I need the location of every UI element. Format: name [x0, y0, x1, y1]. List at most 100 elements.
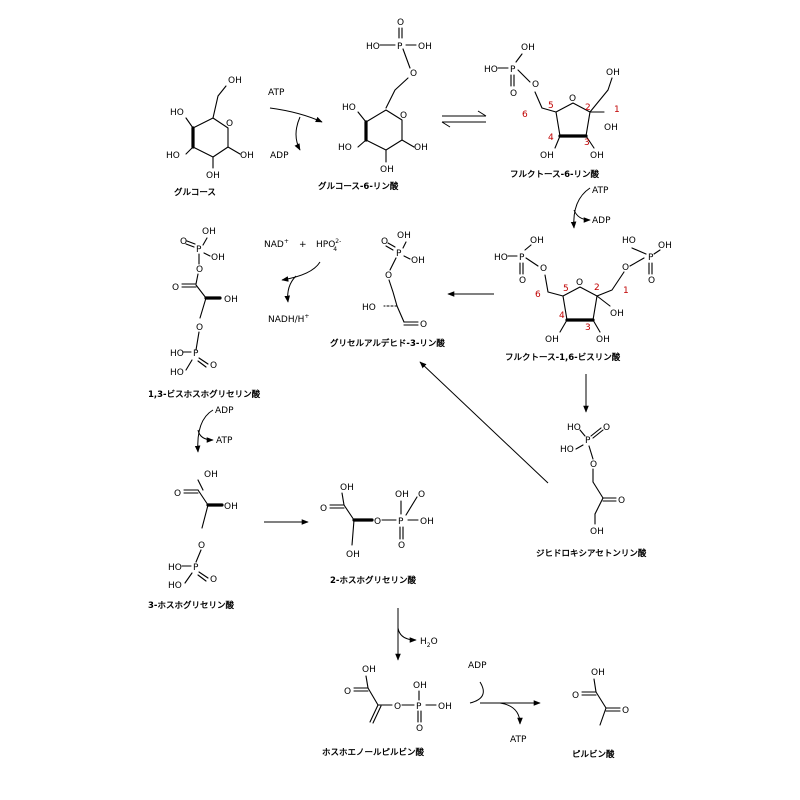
- f16bp-num-4: 4: [559, 311, 565, 321]
- pg3-ho-lower: HO: [168, 581, 182, 591]
- hpo4-label: HPO2-4: [316, 238, 341, 253]
- glucose-oh-bottom: OH: [206, 171, 220, 181]
- f16bp-o-right-bottom: O: [648, 276, 655, 286]
- bpg13-ho-lower: HO: [170, 368, 184, 378]
- f16bp-oh-c3: OH: [596, 335, 610, 345]
- adp-label-2: ADP: [592, 216, 611, 226]
- bpg13-o-lower: O: [210, 361, 217, 371]
- f16bp-num-1: 1: [623, 286, 629, 296]
- gap-structure: O OH P OH O HO O グリセルアルデヒド-3-リン酸: [330, 231, 445, 349]
- f6p-p: P: [510, 65, 516, 75]
- g6p-ho-left: HO: [342, 103, 356, 113]
- glucose-oh-top: OH: [228, 76, 242, 86]
- f6p-oh-c3: OH: [590, 151, 604, 161]
- pg3-ho: HO: [168, 563, 182, 573]
- bpg13-o-link: O: [196, 265, 203, 275]
- adp-label-3: ADP: [215, 406, 234, 416]
- nadh-label: NADH/H+: [268, 313, 309, 325]
- pyruvate-kinase-step: ADP ATP: [468, 661, 541, 745]
- f6p-o-ester: O: [532, 80, 539, 90]
- g6p-phosphate-o-ester: O: [410, 69, 417, 79]
- f16bp-o-left-bottom: O: [519, 276, 526, 286]
- gap-oh-top: OH: [397, 231, 411, 241]
- g6p-oh-right: OH: [414, 143, 428, 153]
- pg3-oh-acid: OH: [204, 470, 218, 480]
- gap-p: P: [396, 249, 402, 259]
- pyruvate-label: ピルビン酸: [572, 749, 615, 760]
- atp-label-2: ATP: [592, 186, 609, 196]
- f16bp-o-left-ester: O: [540, 264, 547, 274]
- f6p-label: フルクトース-6-リン酸: [510, 169, 600, 180]
- pg3-o-carbonyl: O: [174, 489, 181, 499]
- atp-label-1: ATP: [268, 88, 285, 98]
- f16bp-oh-right: OH: [658, 241, 672, 251]
- f16bp-oh-c4: OH: [545, 335, 559, 345]
- g6p-label: グルコース-6-リン酸: [318, 181, 399, 192]
- f6p-oh-c2: OH: [604, 123, 618, 133]
- pg3-structure: OH O OH O HO P HO O 3-ホスホグリセリン酸: [148, 470, 238, 611]
- gapdh-step: NAD+ + HPO2-4 NADH/H+: [264, 238, 341, 325]
- pg3-oh: OH: [224, 502, 238, 512]
- gap-o-ester: O: [385, 271, 392, 281]
- pep-o-link: O: [394, 702, 401, 712]
- pg3-o-lower: O: [210, 575, 217, 585]
- glucose-ho-left: HO: [170, 108, 184, 118]
- gap-oh-right: OH: [411, 256, 425, 266]
- pg2-label: 2-ホスホグリセリン酸: [330, 575, 416, 586]
- f6p-ho-left: HO: [484, 65, 498, 75]
- f6p-num-5: 5: [548, 101, 554, 111]
- gap-o-top: O: [381, 237, 388, 247]
- pyruvate-o-acid: O: [572, 691, 579, 701]
- pg2-o-carbonyl: O: [320, 504, 327, 514]
- gap-label: グリセルアルデヒド-3-リン酸: [330, 338, 445, 349]
- pg2-oh-right: OH: [420, 517, 434, 527]
- f6p-oh-c4: OH: [540, 151, 554, 161]
- enolase-step: H2O: [395, 608, 438, 661]
- bpg13-label: 1,3-ビスホスホグリセリン酸: [148, 389, 261, 400]
- f16bp-ho-right: HO: [622, 236, 636, 246]
- bpg13-structure: O OH P OH O O OH O HO P HO O 1,3-ビスホスホグリ…: [148, 227, 261, 400]
- dhap-p: P: [585, 436, 591, 446]
- pep-o-carbonyl: O: [344, 687, 351, 697]
- f6p-num-6: 6: [522, 110, 528, 120]
- gap-ho: HO: [362, 303, 376, 313]
- tpi-arrow: [419, 361, 549, 484]
- f6p-num-3: 3: [584, 138, 590, 148]
- f16bp-structure: HO P OH O O HO P OH O O O OH OH OH 1 2 3…: [494, 236, 672, 363]
- bpg13-p-bottom: P: [193, 349, 199, 359]
- hexokinase-step: ATP ADP: [268, 88, 323, 161]
- f16bp-ring-o: O: [576, 278, 583, 288]
- f16bp-p-left: P: [519, 253, 525, 263]
- pep-o-bottom: O: [416, 724, 423, 734]
- bpg13-o-bottom-link: O: [196, 323, 203, 333]
- pg2-o-top: O: [418, 490, 425, 500]
- f6p-o-bottom: O: [510, 89, 517, 99]
- f6p-oh-top: OH: [521, 43, 535, 53]
- dhap-ho-top: HO: [567, 423, 581, 433]
- g6p-ho-bottom: HO: [338, 143, 352, 153]
- glucose-ring-o: O: [226, 119, 233, 129]
- bpg13-p-top: P: [196, 245, 202, 255]
- pyruvate-oh: OH: [591, 668, 605, 678]
- f16bp-oh-left-top: OH: [530, 236, 544, 246]
- dhap-structure: O HO P HO O O OH ジヒドロキシアセトンリン酸: [536, 423, 647, 559]
- adp-label-1: ADP: [270, 151, 289, 161]
- glucose-oh-right: OH: [240, 151, 254, 161]
- bpg13-o-carbonyl: O: [172, 283, 179, 293]
- g6p-phosphate-ho: HO: [366, 42, 380, 52]
- f6p-structure: HO P OH O O O OH OH OH OH 1 2 3 4 5 6 フル…: [484, 43, 620, 180]
- pep-p: P: [416, 702, 422, 712]
- f6p-num-2: 2: [585, 103, 591, 113]
- pg3-label: 3-ホスホグリセリン酸: [148, 600, 234, 611]
- h2o-label: H2O: [420, 637, 438, 649]
- pg2-structure: OH O O P OH O OH O OH 2-ホスホグリセリン酸: [320, 483, 434, 586]
- f16bp-p-right: P: [648, 253, 654, 263]
- pg2-o-link: O: [374, 517, 381, 527]
- g6p-phosphate-o-top: O: [397, 18, 404, 28]
- f16bp-num-6: 6: [535, 290, 541, 300]
- pyruvate-o-ketone: O: [622, 706, 629, 716]
- pep-structure: OH O O P OH OH O ホスホエノールピルビン酸: [322, 665, 452, 758]
- pg3-p: P: [193, 563, 199, 573]
- f16bp-ho-left: HO: [494, 253, 508, 263]
